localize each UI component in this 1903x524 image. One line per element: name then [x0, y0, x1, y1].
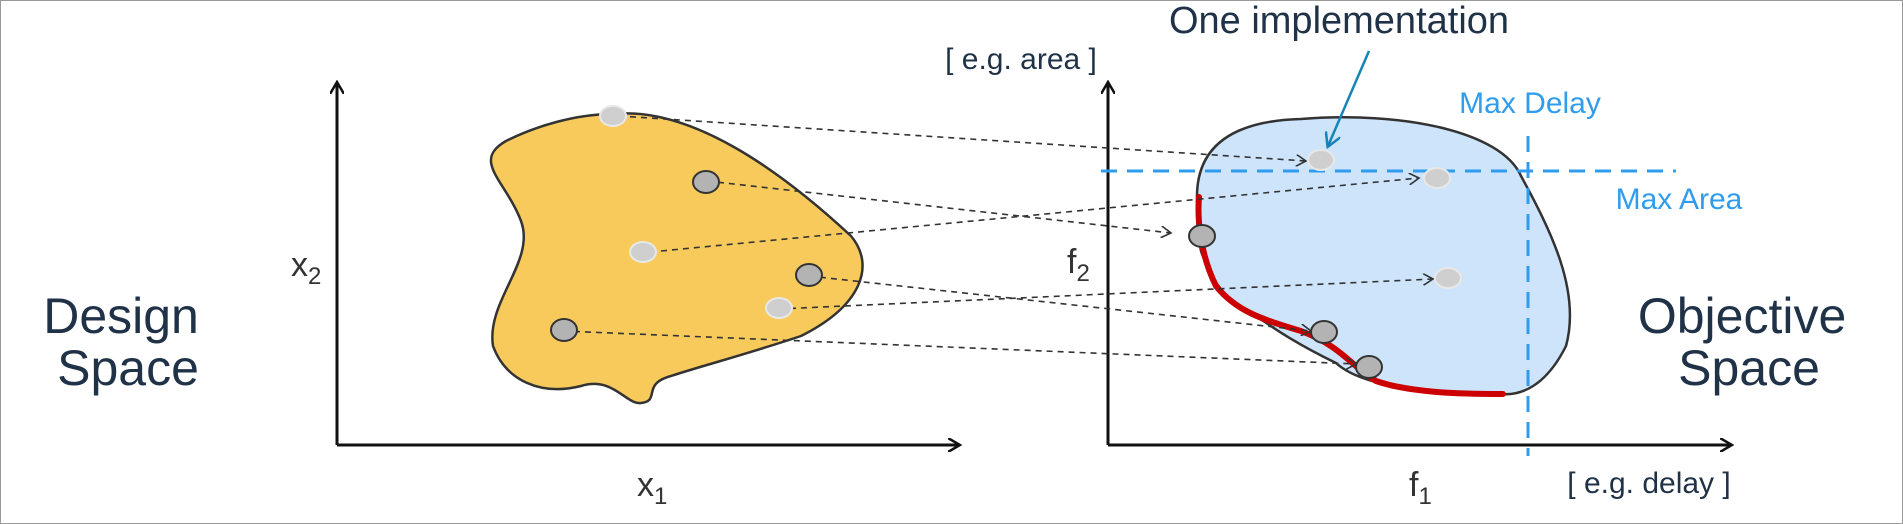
pareto-point [1188, 224, 1216, 248]
design-points [550, 105, 823, 342]
mapping-arrows [562, 115, 1433, 364]
mapping-arrow [562, 330, 1356, 364]
design-space-region [489, 112, 864, 405]
design-point [599, 105, 627, 127]
design-point [629, 241, 657, 263]
objective-points [1188, 149, 1462, 379]
objective-x-axis-label: f1 [1409, 466, 1432, 510]
design-point [692, 170, 720, 194]
max-delay-label: Max Delay [1459, 87, 1601, 120]
pareto-point [1355, 355, 1383, 379]
design-point [765, 297, 793, 319]
objective-space-label: Objective Space [1638, 288, 1860, 396]
mapping-arrow [618, 115, 1306, 161]
mapping-arrow [660, 178, 1419, 252]
objective-point [1434, 267, 1462, 289]
design-point [550, 318, 578, 342]
design-point [795, 263, 823, 287]
mapping-arrow [706, 180, 1171, 233]
mapping-arrow [808, 275, 1311, 331]
callout-arrow [1328, 50, 1371, 146]
one-implementation-label: One implementation [1169, 1, 1509, 42]
objective-x-unit: [ e.g. delay ] [1567, 467, 1730, 500]
objective-point [1423, 167, 1451, 189]
objective-space-region [1195, 116, 1572, 396]
max-area-label: Max Area [1616, 183, 1743, 216]
objective-y-unit: [ e.g. area ] [945, 43, 1097, 76]
design-x-axis-label: x1 [637, 466, 667, 510]
pareto-point [1310, 320, 1338, 344]
design-space-label: Design Space [43, 288, 213, 396]
design-y-axis-label: x2 [291, 246, 321, 290]
objective-y-axis-label: f2 [1067, 243, 1090, 287]
objective-point [1307, 149, 1335, 171]
